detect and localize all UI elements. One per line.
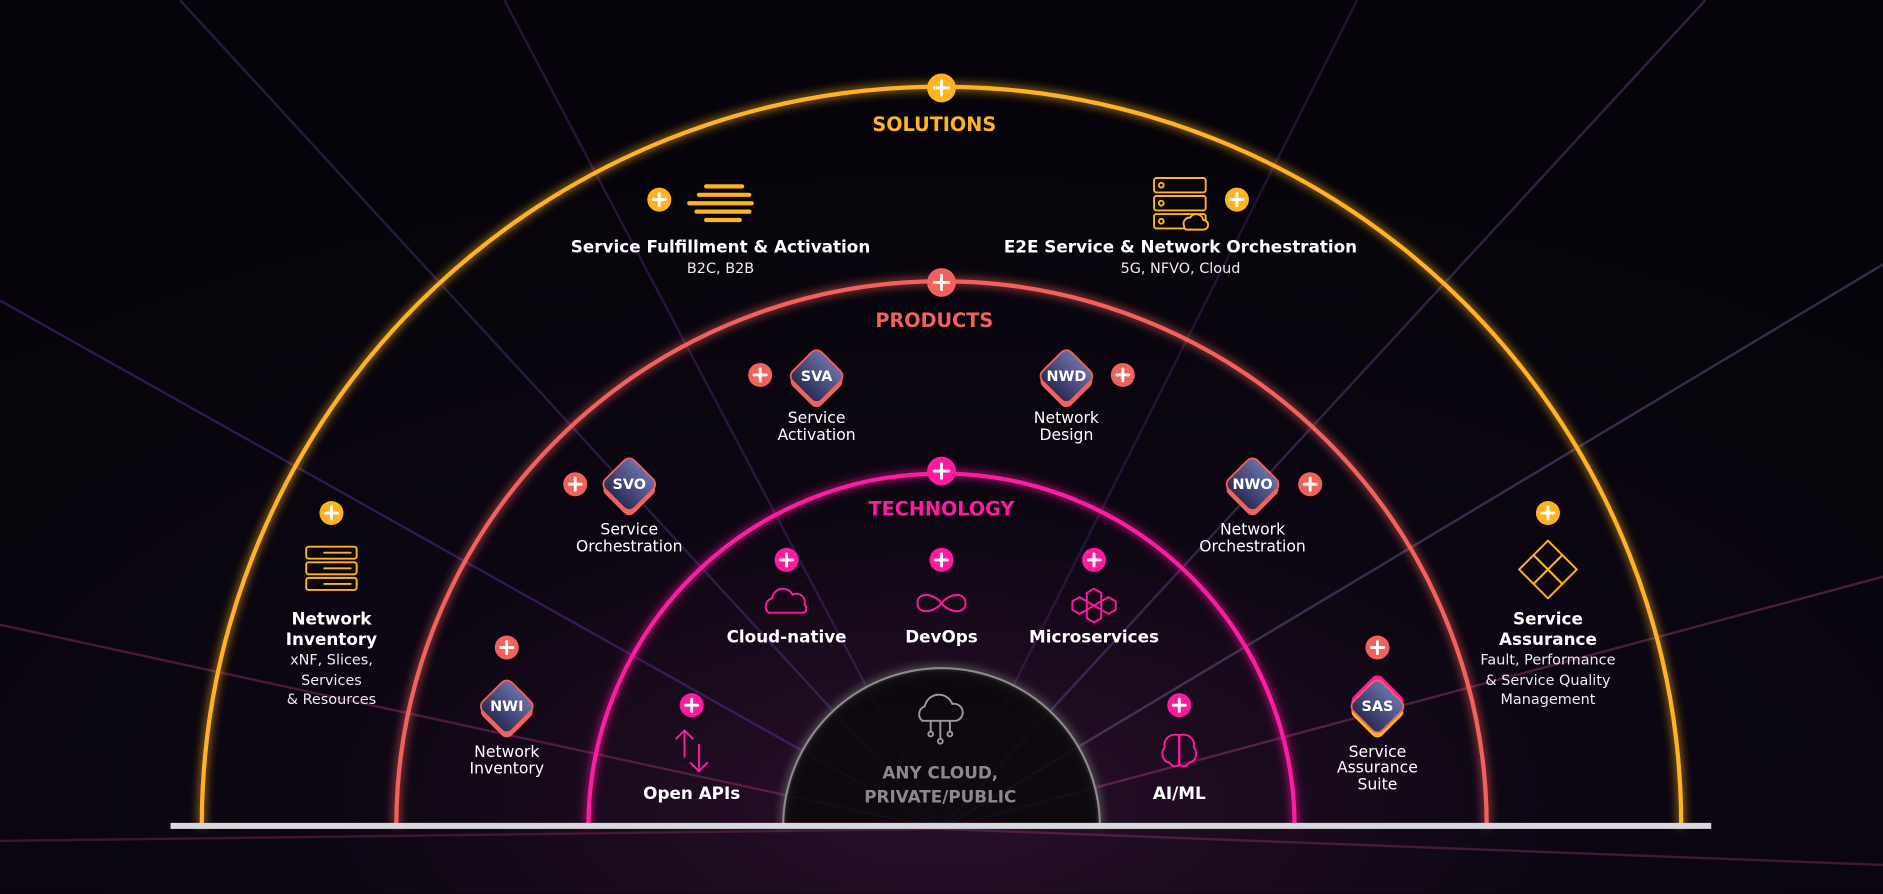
products-label: PRODUCTS bbox=[875, 309, 993, 332]
cloud-network-icon bbox=[918, 693, 964, 745]
product-svo[interactable]: SVO Service Orchestration bbox=[576, 455, 683, 555]
speed-lines-icon bbox=[687, 184, 754, 223]
server-cloud-icon bbox=[1153, 177, 1209, 231]
ni-sub-line1: xNF, Slices, bbox=[290, 652, 373, 668]
tech-open-apis[interactable]: Open APIs bbox=[643, 729, 740, 803]
service-assurance-expand-button[interactable] bbox=[1535, 501, 1560, 526]
nwd-label-line2: Design bbox=[1039, 426, 1093, 444]
svo-label-line2: Orchestration bbox=[576, 537, 683, 555]
badge-diamond bbox=[1350, 679, 1405, 734]
core-any-cloud[interactable]: ANY CLOUD, PRIVATE/PUBLIC bbox=[864, 693, 1016, 807]
server-stack-icon bbox=[305, 545, 358, 591]
solution-sfa[interactable]: Service Fulfillment & Activation B2C, B2… bbox=[571, 184, 871, 277]
ai-ml-label: AI/ML bbox=[1153, 783, 1206, 803]
solutions-label: SOLUTIONS bbox=[872, 113, 996, 136]
product-nwi[interactable]: NWI Network Inventory bbox=[469, 678, 544, 778]
sa-title-line1: Service bbox=[1513, 609, 1583, 629]
nwd-label-line1: Network bbox=[1034, 409, 1099, 427]
sa-sub-line3: Management bbox=[1500, 692, 1595, 708]
plus-buttons bbox=[319, 73, 1560, 718]
microservices-expand-button[interactable] bbox=[1082, 547, 1107, 572]
sas-label-line3: Suite bbox=[1357, 775, 1397, 793]
badge-diamond bbox=[1225, 457, 1280, 512]
tech-microservices[interactable]: Microservices bbox=[1029, 587, 1159, 647]
product-sas[interactable]: SAS Service Assurance Suite bbox=[1337, 672, 1418, 793]
nwi-expand-button[interactable] bbox=[494, 635, 519, 660]
sfa-title: Service Fulfillment & Activation bbox=[571, 236, 871, 256]
nwi-badge: NWI bbox=[490, 699, 523, 715]
solution-e2e[interactable]: E2E Service & Network Orchestration 5G, … bbox=[1004, 177, 1357, 277]
svo-label-line1: Service bbox=[600, 521, 658, 539]
cloud-native-expand-button[interactable] bbox=[774, 547, 799, 572]
sas-badge: SAS bbox=[1361, 699, 1393, 715]
devops-expand-button[interactable] bbox=[929, 547, 954, 572]
product-sva[interactable]: SVA Service Activation bbox=[778, 347, 856, 444]
puzzle-icon bbox=[1518, 539, 1578, 600]
badge-diamond bbox=[602, 457, 657, 512]
open-apis-label: Open APIs bbox=[643, 783, 740, 803]
ni-title-line2: Inventory bbox=[286, 629, 377, 649]
solution-network-inventory[interactable]: Network Inventory xNF, Slices, Services … bbox=[286, 545, 377, 708]
svo-badge: SVO bbox=[613, 477, 647, 493]
infinity-icon bbox=[916, 594, 967, 613]
sas-label-line2: Assurance bbox=[1337, 758, 1418, 776]
nwo-expand-button[interactable] bbox=[1298, 472, 1323, 497]
nwd-expand-button[interactable] bbox=[1110, 362, 1135, 387]
ni-title-line1: Network bbox=[291, 609, 372, 629]
sva-badge: SVA bbox=[801, 369, 834, 385]
sfa-subtitle: B2C, B2B bbox=[687, 261, 754, 277]
solution-service-assurance[interactable]: Service Assurance Fault, Performance & S… bbox=[1480, 539, 1616, 708]
nwi-label-line1: Network bbox=[474, 743, 539, 761]
nwo-label-line2: Orchestration bbox=[1199, 537, 1306, 555]
solutions-expand-button[interactable] bbox=[927, 73, 956, 103]
sva-label-line1: Service bbox=[788, 409, 846, 427]
sva-expand-button[interactable] bbox=[748, 362, 773, 387]
open-apis-expand-button[interactable] bbox=[679, 693, 704, 718]
core-fill bbox=[784, 669, 1099, 827]
cloud-native-label: Cloud-native bbox=[727, 627, 847, 647]
tech-cloud-native[interactable]: Cloud-native bbox=[727, 587, 847, 647]
technology-label: TECHNOLOGY bbox=[869, 497, 1016, 520]
baseline bbox=[170, 822, 1712, 829]
ai-ml-expand-button[interactable] bbox=[1167, 693, 1192, 718]
ni-sub-line3: & Resources bbox=[287, 692, 376, 708]
nwd-badge: NWD bbox=[1046, 369, 1086, 385]
svo-expand-button[interactable] bbox=[563, 472, 588, 497]
tech-ai-ml[interactable]: AI/ML bbox=[1153, 733, 1206, 803]
cloud-icon bbox=[764, 587, 808, 614]
devops-label: DevOps bbox=[905, 627, 978, 647]
badge-diamond bbox=[479, 679, 534, 734]
network-inventory-solution-expand-button[interactable] bbox=[319, 501, 344, 526]
nwo-label-line1: Network bbox=[1220, 521, 1285, 539]
nwo-badge: NWO bbox=[1232, 477, 1272, 493]
sas-label-line1: Service bbox=[1349, 743, 1407, 761]
nwi-label-line2: Inventory bbox=[469, 760, 544, 778]
core-label-line1: ANY CLOUD, bbox=[882, 762, 998, 782]
sa-sub-line2: & Service Quality bbox=[1485, 673, 1611, 689]
tech-devops[interactable]: DevOps bbox=[905, 594, 978, 647]
core-label-line2: PRIVATE/PUBLIC bbox=[864, 786, 1016, 806]
sfa-expand-button[interactable] bbox=[647, 187, 672, 212]
ni-sub-line2: Services bbox=[301, 673, 362, 689]
e2e-title: E2E Service & Network Orchestration bbox=[1004, 236, 1357, 256]
sa-sub-line1: Fault, Performance bbox=[1480, 652, 1615, 668]
sa-title-line2: Assurance bbox=[1499, 629, 1597, 649]
products-expand-button[interactable] bbox=[927, 268, 956, 297]
brain-icon bbox=[1161, 733, 1198, 768]
arrows-up-down-icon bbox=[675, 729, 709, 773]
technology-expand-button[interactable] bbox=[927, 456, 956, 486]
badge-diamond bbox=[1039, 349, 1094, 403]
product-nwd[interactable]: NWD Network Design bbox=[1034, 347, 1099, 444]
hexagons-icon bbox=[1071, 587, 1117, 624]
e2e-expand-button[interactable] bbox=[1224, 187, 1249, 212]
product-nwo[interactable]: NWO Network Orchestration bbox=[1199, 455, 1306, 555]
sas-expand-button[interactable] bbox=[1365, 635, 1390, 660]
sva-label-line2: Activation bbox=[778, 426, 856, 444]
e2e-subtitle: 5G, NFVO, Cloud bbox=[1121, 261, 1241, 277]
badge-diamond bbox=[789, 349, 844, 403]
microservices-label: Microservices bbox=[1029, 627, 1159, 647]
